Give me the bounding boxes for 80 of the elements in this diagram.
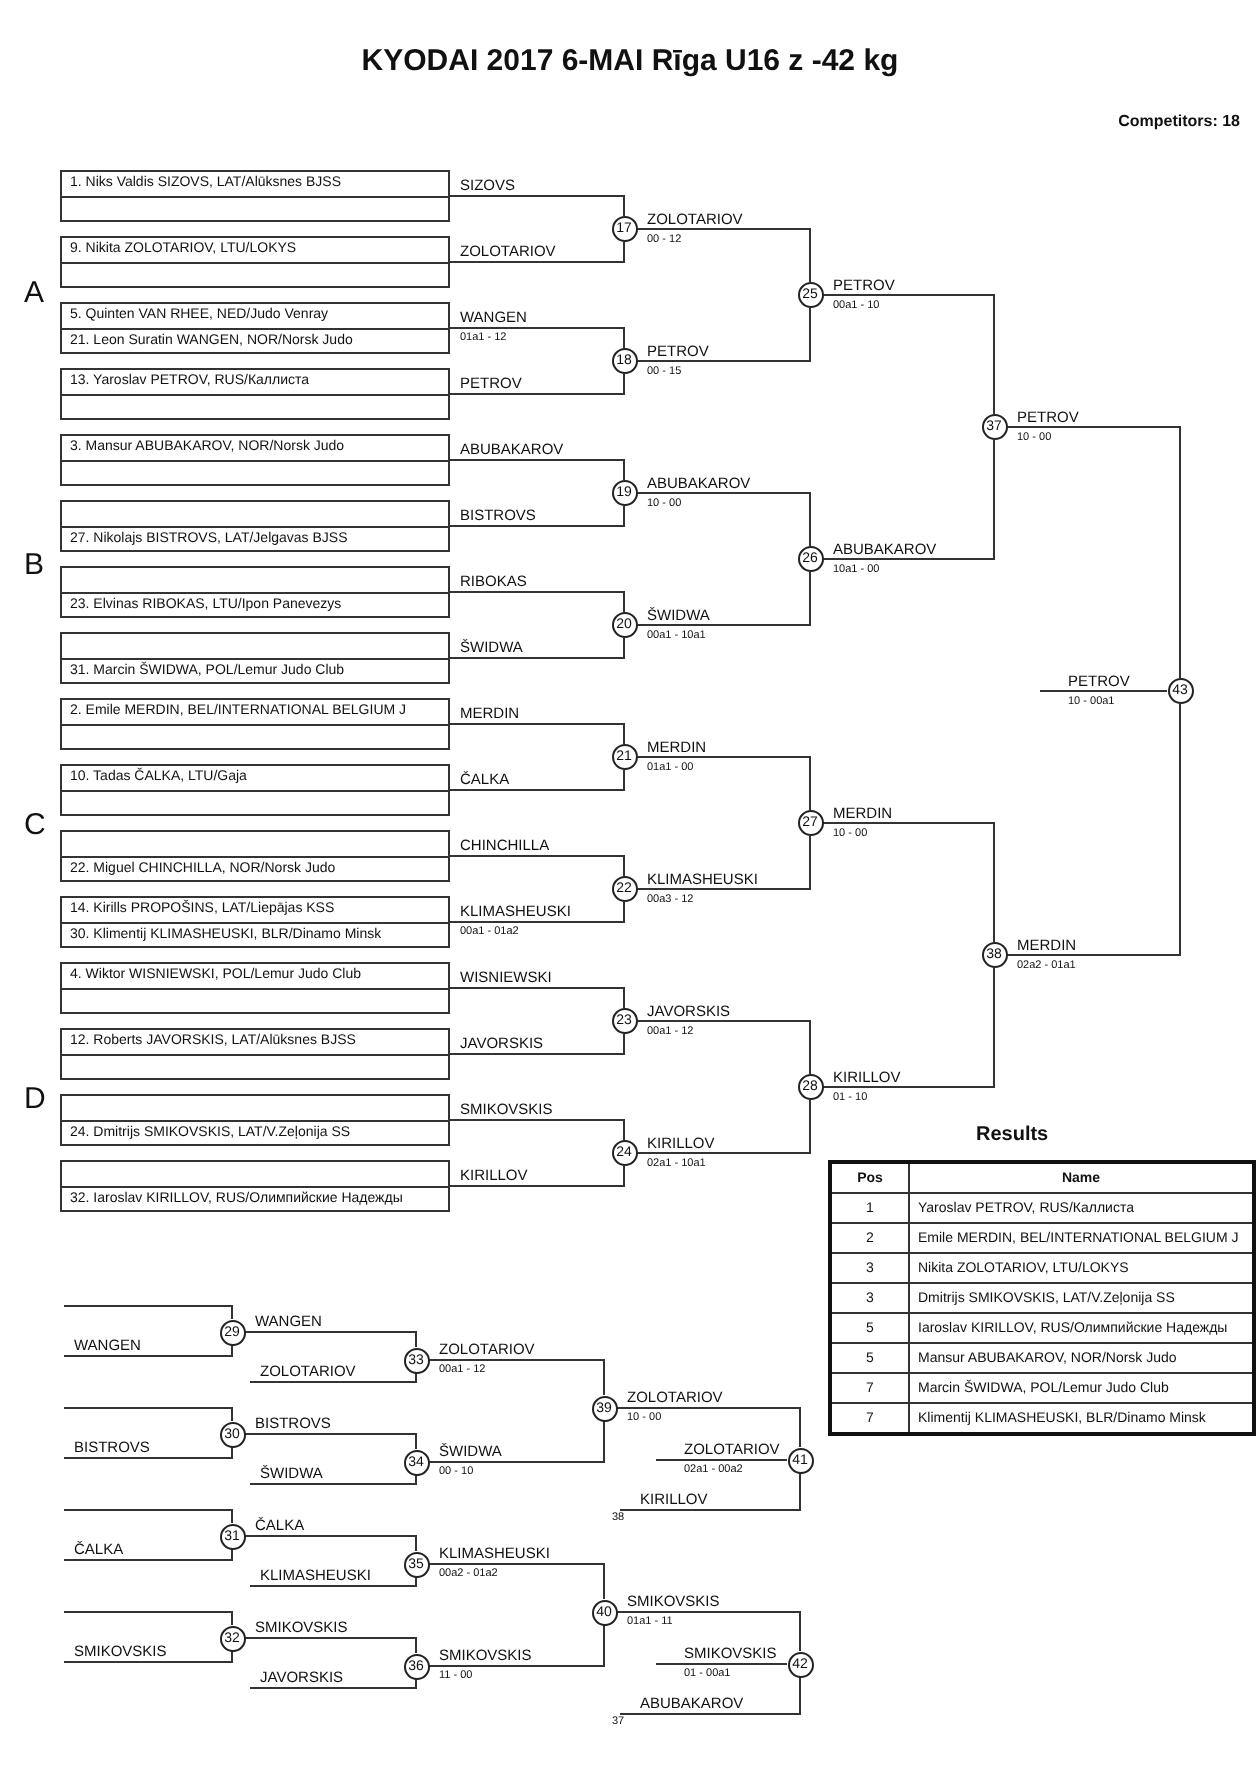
bracket-line xyxy=(822,294,995,415)
bracket-line xyxy=(655,1663,788,1665)
bracket-line xyxy=(244,1331,417,1348)
bracket-line xyxy=(63,1611,233,1626)
bracket-line xyxy=(449,769,625,791)
bracket-line xyxy=(449,855,625,877)
entry-box xyxy=(60,1028,450,1080)
bracket-line xyxy=(449,723,625,745)
entry-box xyxy=(60,896,450,948)
bracket-line xyxy=(449,1119,625,1141)
bracket-line xyxy=(636,835,811,890)
entry-box xyxy=(60,434,450,486)
bracket-line xyxy=(449,195,625,217)
entry-box xyxy=(60,566,450,618)
entry-box xyxy=(60,830,450,882)
bracket-line xyxy=(449,241,625,263)
bracket-line xyxy=(428,1359,605,1396)
entry-box xyxy=(60,698,450,750)
bracket-line xyxy=(449,637,625,659)
section-letter: A xyxy=(24,276,45,310)
bracket-line xyxy=(63,1446,233,1459)
bracket-line xyxy=(249,1576,417,1587)
entry-box xyxy=(60,962,450,1014)
section-letter: C xyxy=(24,808,46,842)
bracket-line xyxy=(822,439,995,560)
bracket-line xyxy=(63,1407,233,1422)
section-letter: D xyxy=(24,1082,46,1116)
bracket-line xyxy=(428,1563,605,1600)
entry-box xyxy=(60,236,450,288)
bracket-line xyxy=(249,1474,417,1485)
bracket-line xyxy=(636,756,811,811)
entry-box xyxy=(60,500,450,552)
bracket-line xyxy=(249,1678,417,1689)
bracket-line xyxy=(636,307,811,362)
bracket-line xyxy=(616,1611,801,1652)
bracket-line xyxy=(244,1637,417,1654)
table-title: Results xyxy=(976,1124,1049,1146)
bracket-line xyxy=(636,228,811,283)
bracket-line xyxy=(636,492,811,547)
bracket-line xyxy=(449,901,625,923)
bracket-line xyxy=(63,1344,233,1357)
entry-box xyxy=(60,368,450,420)
bracket-line xyxy=(636,571,811,626)
bracket-line xyxy=(449,327,625,349)
bracket-line xyxy=(428,1420,605,1463)
bracket-line xyxy=(63,1650,233,1663)
bracket-line xyxy=(63,1305,233,1320)
entry-box xyxy=(60,302,450,354)
bracket-line xyxy=(1006,703,1181,956)
entry-box xyxy=(60,170,450,222)
bracket-line xyxy=(244,1535,417,1552)
bracket-line xyxy=(655,1459,788,1461)
bracket-line xyxy=(619,1676,801,1715)
entry-box xyxy=(60,1094,450,1146)
title: KYODAI 2017 6-MAI Rīga U16 z -42 kg xyxy=(359,44,901,78)
bracket-line xyxy=(822,967,995,1088)
bracket-line xyxy=(1006,426,1181,679)
entry-box xyxy=(60,1160,450,1212)
bracket-line xyxy=(1039,690,1168,692)
bracket-line xyxy=(619,1472,801,1511)
bracket-line xyxy=(616,1407,801,1448)
section-letter: B xyxy=(24,548,45,582)
bracket-line xyxy=(63,1509,233,1524)
bracket-line xyxy=(449,591,625,613)
bracket-line xyxy=(428,1624,605,1667)
entry-box xyxy=(60,764,450,816)
bracket-line xyxy=(636,1020,811,1075)
entry-box xyxy=(60,632,450,684)
bracket-line xyxy=(449,373,625,395)
bracket-line xyxy=(636,1099,811,1154)
competitor-count: Competitors: 18 xyxy=(1118,112,1240,130)
bracket-line xyxy=(449,1165,625,1187)
bracket-line xyxy=(449,459,625,481)
bracket-line xyxy=(244,1433,417,1450)
bracket-line xyxy=(249,1372,417,1383)
bracket-line xyxy=(822,822,995,943)
bracket-line xyxy=(449,987,625,1009)
bracket-line xyxy=(449,1033,625,1055)
bracket-line xyxy=(449,505,625,527)
bracket-line xyxy=(63,1548,233,1561)
